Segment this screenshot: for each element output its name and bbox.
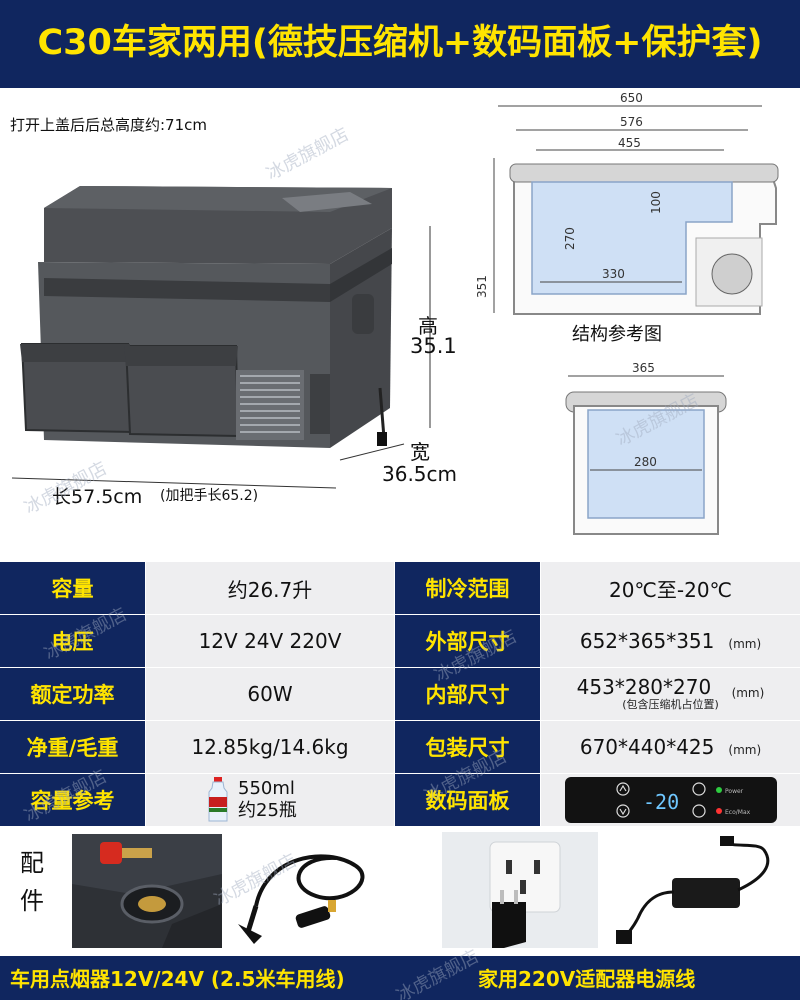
power-led-icon <box>716 787 722 793</box>
spec-row: 容量 约26.7升 制冷范围 20℃至-20℃ <box>0 562 800 614</box>
dim-side-width: 365 <box>632 361 655 375</box>
spec-label: 数码面板 <box>395 774 540 826</box>
height-label: 高 <box>418 314 438 338</box>
spec-value: 60W <box>146 668 394 720</box>
spec-label: 容量参考 <box>0 774 145 826</box>
eco-label: Eco/Max <box>725 809 751 816</box>
length-label: 长57.5cm <box>52 486 143 508</box>
spec-value: 670*440*425 <box>579 735 715 759</box>
spec-unit: (mm) <box>728 637 762 651</box>
width-value: 36.5cm <box>382 462 458 486</box>
accessories-label-line: 件 <box>20 887 44 916</box>
accessories-label: 配 件 <box>20 844 44 921</box>
spec-row: 容量参考 550ml 约25瓶 数码面板 -20 <box>0 774 800 826</box>
panel-display: -20 <box>643 790 679 814</box>
spec-value: 约26.7升 <box>146 562 394 614</box>
spec-label: 额定功率 <box>0 668 145 720</box>
dim-depth: 270 <box>563 227 577 250</box>
up-button-icon <box>616 782 630 796</box>
car-socket-photo <box>72 834 222 948</box>
spec-unit: (mm) <box>731 686 765 701</box>
accessories-caption-bar: 车用点烟器12V/24V (2.5米车用线) 冰虎旗舰店 家用220V适配器电源… <box>0 946 800 1000</box>
spec-row: 额定功率 60W 内部尺寸 453*280*270 (mm) (包含压缩机占位置… <box>0 668 800 720</box>
dim-outer: 650 <box>620 91 643 105</box>
specs-table: 容量 约26.7升 制冷范围 20℃至-20℃ 电压 12V 24V 220V … <box>0 562 800 827</box>
height-value: 35.1 <box>410 334 457 358</box>
spec-value: 20℃至-20℃ <box>541 562 800 614</box>
structure-caption: 结构参考图 <box>572 324 662 345</box>
digital-panel: -20 Power Eco/Max <box>565 777 777 823</box>
dim-mid: 576 <box>620 115 643 129</box>
accessories-label-line: 配 <box>20 849 44 877</box>
title-banner: C30车家两用(德技压缩机+数码面板+保护套) <box>0 0 800 88</box>
spec-label: 制冷范围 <box>395 562 540 614</box>
eco-led-icon <box>716 808 722 814</box>
page-title: C30车家两用(德技压缩机+数码面板+保护套) <box>37 23 763 63</box>
cooler-image <box>11 186 431 489</box>
car-caption: 车用点烟器12V/24V (2.5米车用线) <box>10 967 345 991</box>
spec-label: 包装尺寸 <box>395 721 540 773</box>
capacity-reference-cell: 550ml 约25瓶 <box>146 774 394 826</box>
spec-label: 净重/毛重 <box>0 721 145 773</box>
open-height-note: 打开上盖后后总高度约:71cm <box>10 116 208 134</box>
width-label: 宽 <box>410 440 430 464</box>
spec-value-cell: 670*440*425 (mm) <box>541 721 800 773</box>
spec-label: 内部尺寸 <box>395 668 540 720</box>
power-icon <box>692 782 706 796</box>
power-label: Power <box>725 788 744 795</box>
spec-value: 12.85kg/14.6kg <box>146 721 394 773</box>
spec-value-cell: 453*280*270 (mm) (包含压缩机占位置) <box>541 668 800 720</box>
spec-note: (包含压缩机占位置) <box>622 698 719 712</box>
spec-value: 652*365*351 <box>579 629 715 653</box>
car-cable-photo <box>238 854 365 944</box>
power-adapter-photo <box>616 836 770 944</box>
spec-label: 外部尺寸 <box>395 615 540 667</box>
dim-height: 351 <box>475 275 489 298</box>
spec-label: 容量 <box>0 562 145 614</box>
home-caption: 家用220V适配器电源线 <box>478 967 696 991</box>
structure-front-diagram: 650 576 455 351 270 100 330 <box>475 91 779 315</box>
spec-value-cell: 652*365*351 (mm) <box>541 615 800 667</box>
bottle-count: 约25瓶 <box>238 800 297 821</box>
settings-icon <box>692 804 706 818</box>
spec-row: 电压 12V 24V 220V 外部尺寸 652*365*351 (mm) <box>0 615 800 667</box>
spec-label: 电压 <box>0 615 145 667</box>
bottle-volume: 550ml <box>238 777 295 799</box>
spec-unit: (mm) <box>728 743 762 757</box>
dim-step: 100 <box>649 191 663 214</box>
bottle-text: 550ml 约25瓶 <box>238 778 297 823</box>
spec-row: 净重/毛重 12.85kg/14.6kg 包装尺寸 670*440*425 (m… <box>0 721 800 773</box>
dim-base: 330 <box>602 267 625 281</box>
dim-inner: 455 <box>618 136 641 150</box>
spec-value: 12V 24V 220V <box>146 615 394 667</box>
down-button-icon <box>616 804 630 818</box>
wall-outlet-photo <box>442 832 598 948</box>
digital-panel-graphic: -20 Power Eco/Max <box>616 782 751 818</box>
water-bottle-icon <box>208 777 228 822</box>
length-note: (加把手长65.2) <box>160 488 259 504</box>
panel-cell: -20 Power Eco/Max <box>541 774 800 826</box>
accessories-section: 配 件 冰虎旗舰店 <box>0 826 800 956</box>
product-section: 打开上盖后后总高度约:71cm <box>0 88 800 562</box>
spec-value: 453*280*270 <box>576 675 712 700</box>
structure-side-diagram: 365 280 <box>565 361 727 535</box>
dim-side-inner: 280 <box>634 455 657 469</box>
